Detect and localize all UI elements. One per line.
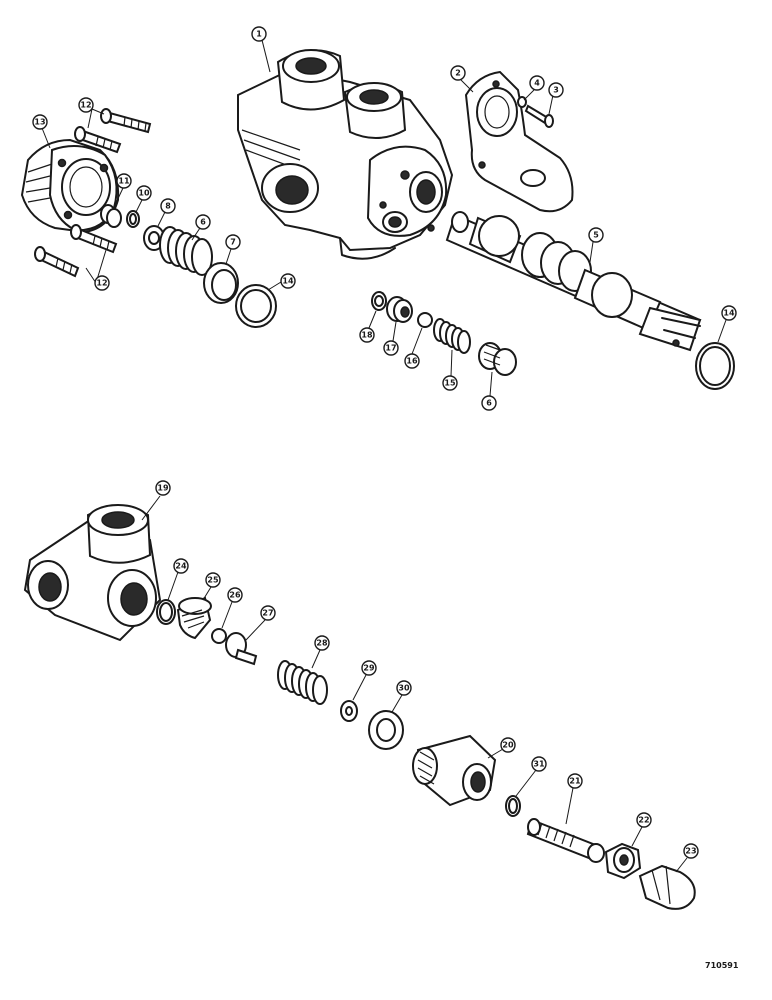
callout-20-label: 20 xyxy=(502,741,514,750)
callout-30: 30 xyxy=(391,680,412,713)
callout-1: 1 xyxy=(251,26,271,73)
part-lower-washer-large xyxy=(368,710,404,750)
callout-14a-label: 14 xyxy=(282,277,294,286)
callout-28-label: 28 xyxy=(316,639,328,648)
callout-27-label: 27 xyxy=(262,609,273,618)
callout-21-label: 21 xyxy=(569,777,581,786)
callout-20: 20 xyxy=(487,737,516,759)
callout-15: 15 xyxy=(442,349,458,391)
part-spring-left xyxy=(159,226,213,276)
callout-28: 28 xyxy=(311,635,330,669)
callout-7-label: 7 xyxy=(230,238,236,247)
callout-18: 18 xyxy=(359,310,377,343)
part-pin xyxy=(225,632,258,666)
callout-7: 7 xyxy=(225,234,241,265)
callout-18-label: 18 xyxy=(361,331,373,340)
figure-code: 710591 xyxy=(705,961,739,970)
callout-12b-label: 12 xyxy=(96,279,107,288)
callout-10-label: 10 xyxy=(138,189,150,198)
part-relief-spring xyxy=(433,318,471,354)
callout-6b: 6 xyxy=(481,371,497,411)
callout-13: 13 xyxy=(32,114,51,149)
part-plug xyxy=(100,204,122,228)
part-end-cap xyxy=(20,138,120,234)
part-seal-ring-right xyxy=(695,342,735,390)
callout-24: 24 xyxy=(167,558,189,601)
callout-10: 10 xyxy=(135,185,152,213)
part-poppet xyxy=(176,596,212,640)
callout-3: 3 xyxy=(548,82,564,115)
part-collar xyxy=(203,262,239,304)
part-screw xyxy=(524,104,554,128)
callout-8-label: 8 xyxy=(165,202,171,211)
part-check-ball xyxy=(211,628,227,644)
part-valve-body xyxy=(237,49,454,260)
callout-27: 27 xyxy=(245,605,276,641)
callout-23: 23 xyxy=(675,843,699,873)
callout-14a: 14 xyxy=(267,273,296,291)
callout-5-label: 5 xyxy=(593,231,599,240)
callout-25: 25 xyxy=(202,572,221,601)
callout-13-label: 13 xyxy=(34,118,45,127)
callout-4-label: 4 xyxy=(534,79,540,88)
part-fitting xyxy=(412,734,497,807)
callout-19-label: 19 xyxy=(157,484,169,493)
part-lower-spring xyxy=(277,660,328,705)
part-small-washer xyxy=(371,291,387,311)
part-bracket xyxy=(464,70,574,213)
callout-26: 26 xyxy=(221,587,243,629)
callout-21: 21 xyxy=(565,773,583,825)
callout-22: 22 xyxy=(631,812,652,847)
callout-15-label: 15 xyxy=(444,379,456,388)
callout-12a-label: 12 xyxy=(80,101,91,110)
part-acorn-nut xyxy=(638,864,696,910)
callout-2-label: 2 xyxy=(455,69,461,78)
part-nut xyxy=(604,842,642,880)
callout-14b: 14 xyxy=(717,305,737,343)
part-seal-ring-left xyxy=(235,284,277,328)
part-spool xyxy=(445,211,702,352)
callout-16: 16 xyxy=(404,327,423,369)
callout-5: 5 xyxy=(588,227,604,263)
callout-19: 19 xyxy=(141,480,171,521)
part-snap-ring xyxy=(126,210,140,228)
callout-14b-label: 14 xyxy=(723,309,735,318)
callout-2: 2 xyxy=(450,65,474,93)
callout-22-label: 22 xyxy=(638,816,649,825)
part-small-o-ring xyxy=(505,795,521,817)
callout-1-label: 1 xyxy=(256,30,262,39)
callout-17-label: 17 xyxy=(385,344,396,353)
callout-4: 4 xyxy=(523,75,545,101)
callout-30-label: 30 xyxy=(398,684,410,693)
callout-12b: 12 xyxy=(85,249,110,291)
callout-3-label: 3 xyxy=(553,86,559,95)
callout-6a-label: 6 xyxy=(200,218,206,227)
callout-23-label: 23 xyxy=(685,847,696,856)
callout-6a: 6 xyxy=(191,214,211,241)
part-lower-adjusting-screw xyxy=(526,818,605,863)
callout-11: 11 xyxy=(114,173,132,206)
part-cap-screws xyxy=(34,108,152,278)
callout-12a: 12 xyxy=(78,97,105,129)
callout-11-label: 11 xyxy=(118,177,130,186)
callout-25-label: 25 xyxy=(207,576,219,585)
callout-8: 8 xyxy=(157,198,176,227)
part-lower-washer-small xyxy=(340,700,358,722)
part-seat xyxy=(386,296,413,323)
part-washer xyxy=(143,225,165,251)
part-tee-body xyxy=(23,504,162,642)
part-o-ring xyxy=(156,599,176,625)
callout-29: 29 xyxy=(352,660,377,701)
callout-16-label: 16 xyxy=(406,357,418,366)
callout-26-label: 26 xyxy=(229,591,241,600)
part-adjusting-screw xyxy=(478,342,517,376)
callout-24-label: 24 xyxy=(175,562,187,571)
callout-6b-label: 6 xyxy=(486,399,492,408)
callout-29-label: 29 xyxy=(363,664,375,673)
callout-31-label: 31 xyxy=(533,760,545,769)
callout-31: 31 xyxy=(515,756,547,797)
callout-17: 17 xyxy=(383,321,399,356)
part-ball xyxy=(417,312,433,328)
